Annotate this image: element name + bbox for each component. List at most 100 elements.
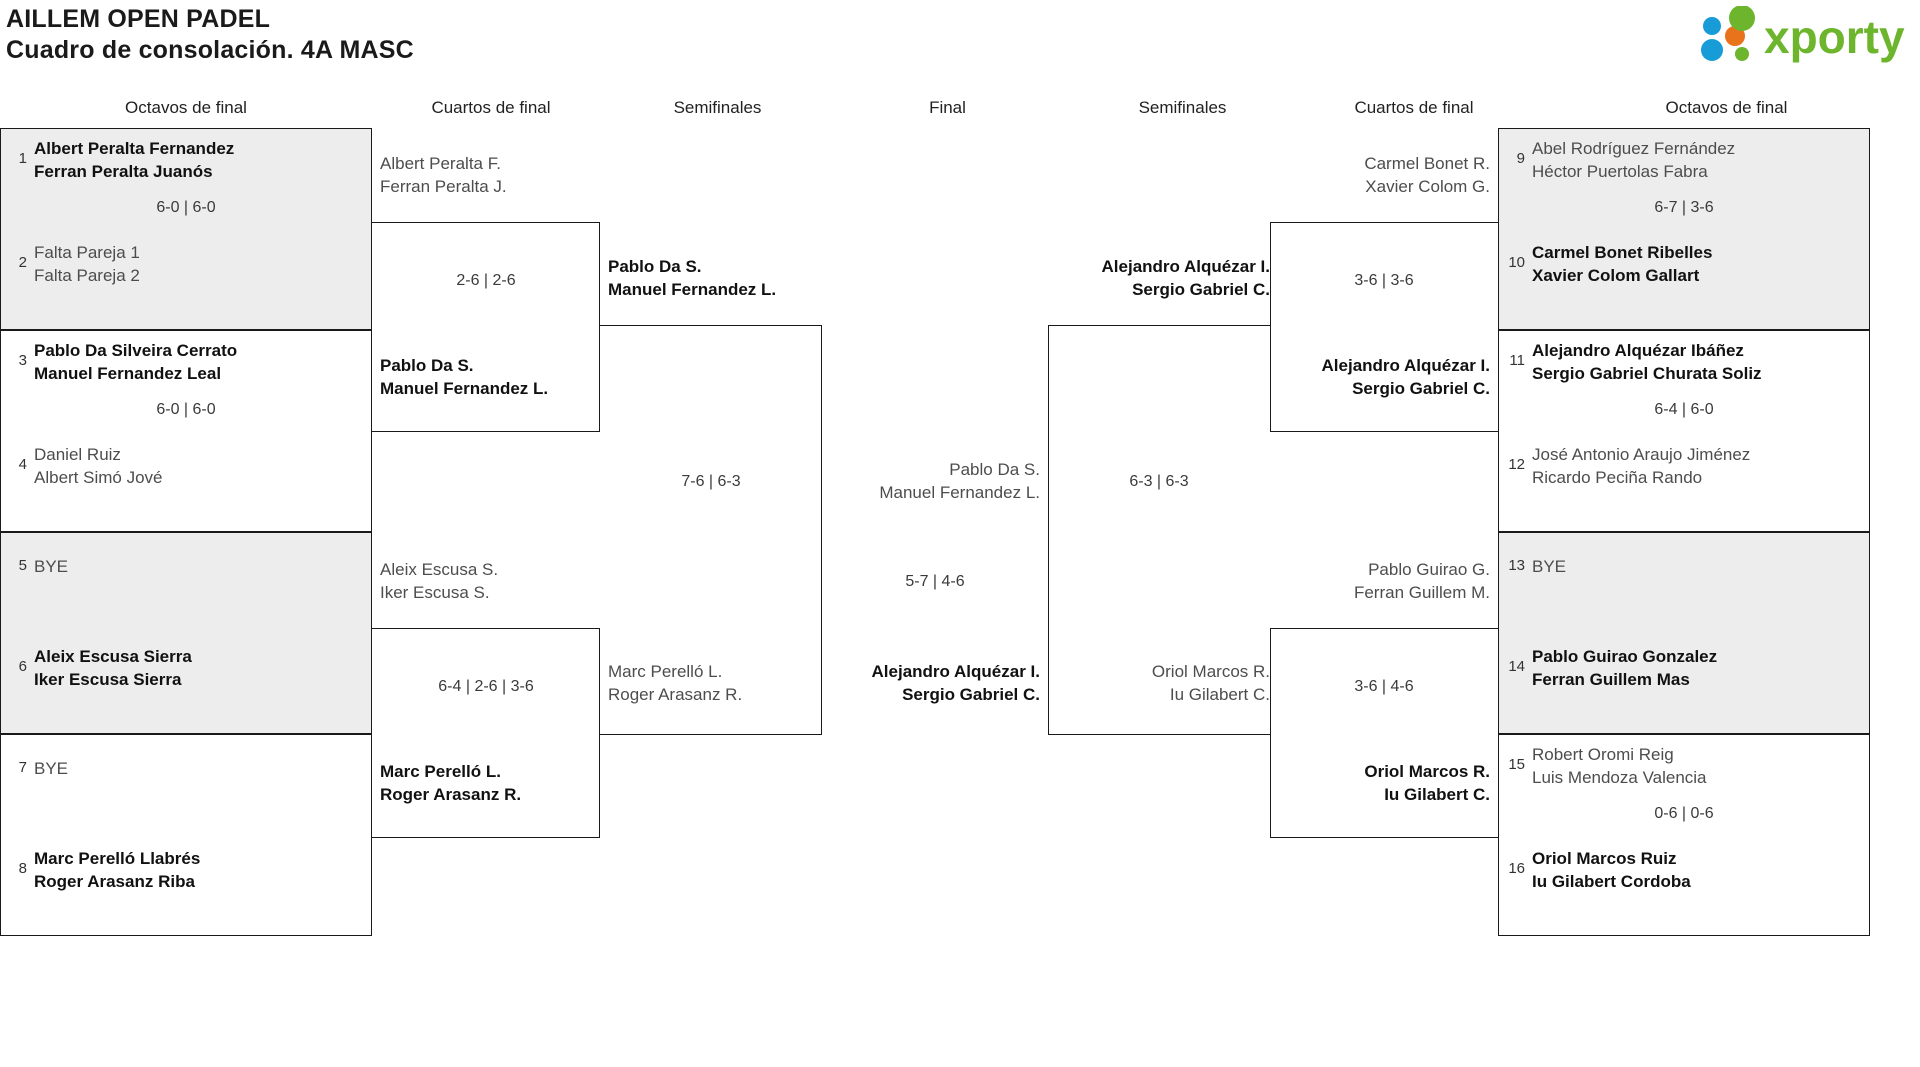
entry-seed-8[interactable]: 8 Marc Perelló Llabrés Roger Arasanz Rib… [1,847,371,893]
right-cuartos-1-top: Carmel Bonet R. Xavier Colom G. [1040,152,1490,198]
match-score: 0-6 | 0-6 [1654,805,1714,822]
player-1: Pablo Da S. [949,460,1040,479]
round-header-left-cuartos: Cuartos de final [431,98,551,117]
seed-number: 4 [18,456,27,473]
match-box-left-4[interactable]: 7 BYE 8 Marc Perelló Llabrés Roger Arasa… [0,734,372,936]
entry-seed-9[interactable]: 9 Abel Rodríguez Fernández Héctor Puerto… [1499,137,1869,183]
seed-number: 3 [18,352,27,369]
player-names: BYE [34,757,68,780]
player-2: Manuel Fernandez L. [380,379,549,398]
player-names: Daniel Ruiz Albert Simó Jové [34,443,163,489]
entry-seed-2[interactable]: 2 Falta Pareja 1 Falta Pareja 2 [1,241,371,287]
entry-seed-11[interactable]: 11 Alejandro Alquézar Ibáñez Sergio Gabr… [1499,339,1869,385]
player-names: Robert Oromi Reig Luis Mendoza Valencia [1532,743,1707,789]
player-names: BYE [34,555,68,578]
entry-seed-4[interactable]: 4 Daniel Ruiz Albert Simó Jové [1,443,371,489]
player-names: Oriol Marcos Ruiz Iu Gilabert Cordoba [1532,847,1691,893]
entry-seed-13[interactable]: 13 BYE [1499,555,1869,578]
player-2: Ferran Peralta J. [380,177,507,196]
player-2: Sergio Gabriel Churata Soliz [1532,364,1762,383]
player-1: José Antonio Araujo Jiménez [1532,445,1751,464]
entry-seed-5[interactable]: 5 BYE [1,555,371,578]
right-semifinal-bottom: Oriol Marcos R. Iu Gilabert C. [1000,660,1270,706]
round-header-right-semis: Semifinales [1138,98,1227,117]
seed-number: 1 [18,150,27,167]
match-box-right-4[interactable]: 15 Robert Oromi Reig Luis Mendoza Valenc… [1498,734,1870,936]
match-box-left-1[interactable]: 1 Albert Peralta Fernandez Ferran Peralt… [0,128,372,330]
match-box-left-2[interactable]: 3 Pablo Da Silveira Cerrato Manuel Ferna… [0,330,372,532]
player-names: Abel Rodríguez Fernández Héctor Puertola… [1532,137,1735,183]
seed-number: 14 [1508,658,1525,675]
seed-number: 13 [1508,557,1525,574]
player-2: Albert Simó Jové [34,468,163,487]
round-header-right-cuartos: Cuartos de final [1354,98,1474,117]
entry-seed-3[interactable]: 3 Pablo Da Silveira Cerrato Manuel Ferna… [1,339,371,385]
seed-number: 6 [18,658,27,675]
match-score: 6-0 | 6-0 [156,401,216,418]
round-header-left-octavos: Octavos de final [125,98,247,117]
seed-number: 12 [1508,456,1525,473]
player-names: Pablo Da Silveira Cerrato Manuel Fernand… [34,339,237,385]
svg-text:xporty: xporty [1764,11,1905,63]
right-cuartos-2-score: 3-6 | 4-6 [1354,678,1414,695]
match-box-right-1[interactable]: 9 Abel Rodríguez Fernández Héctor Puerto… [1498,128,1870,330]
seed-number: 7 [18,759,27,776]
match-score: 6-0 | 6-0 [156,199,216,216]
left-cuartos-connector-1 [372,222,600,432]
round-header-right-octavos: Octavos de final [1665,98,1788,117]
player-2: Roger Arasanz Riba [34,872,195,891]
player-1: Carmel Bonet Ribelles [1532,243,1713,262]
right-cuartos-connector-1 [1270,222,1498,432]
match-box-left-3[interactable]: 5 BYE 6 Aleix Escusa Sierra Iker Escusa … [0,532,372,734]
player-1: Alejandro Alquézar I. [871,662,1040,681]
player-1: Aleix Escusa S. [380,560,499,579]
match-box-right-3[interactable]: 13 BYE 14 Pablo Guirao Gonzalez Ferran G… [1498,532,1870,734]
right-semifinal-score: 6-3 | 6-3 [1129,473,1189,490]
seed-number: 15 [1508,756,1525,773]
player-2: Iker Escusa S. [380,583,490,602]
round-header-left-semis: Semifinales [673,98,762,117]
right-semifinal-top: Alejandro Alquézar I. Sergio Gabriel C. [1000,255,1270,301]
match-box-right-2[interactable]: 11 Alejandro Alquézar Ibáñez Sergio Gabr… [1498,330,1870,532]
entry-seed-14[interactable]: 14 Pablo Guirao Gonzalez Ferran Guillem … [1499,645,1869,691]
right-cuartos-1-bottom: Alejandro Alquézar I. Sergio Gabriel C. [1040,354,1490,400]
seed-number: 2 [18,254,27,271]
player-1: Pablo Da S. [380,356,474,375]
entry-seed-12[interactable]: 12 José Antonio Araujo Jiménez Ricardo P… [1499,443,1869,489]
seed-number: 11 [1509,352,1525,369]
player-2: Iu Gilabert Cordoba [1532,872,1691,891]
player-1: Pablo Guirao G. [1368,560,1490,579]
player-2: Sergio Gabriel C. [1132,280,1270,299]
final-score: 5-7 | 4-6 [905,573,965,590]
left-semifinal-score: 7-6 | 6-3 [681,473,741,490]
player-names: Pablo Guirao Gonzalez Ferran Guillem Mas [1532,645,1717,691]
right-cuartos-1-score: 3-6 | 3-6 [1354,272,1414,289]
left-cuartos-2-top: Aleix Escusa S. Iker Escusa S. [380,558,498,604]
player-1: Aleix Escusa Sierra [34,647,192,666]
entry-seed-1[interactable]: 1 Albert Peralta Fernandez Ferran Peralt… [1,137,371,183]
left-semifinal-top: Pablo Da S. Manuel Fernandez L. [608,255,776,301]
player-1: Oriol Marcos Ruiz [1532,849,1677,868]
entry-seed-10[interactable]: 10 Carmel Bonet Ribelles Xavier Colom Ga… [1499,241,1869,287]
player-1: Alejandro Alquézar I. [1101,257,1270,276]
entry-seed-16[interactable]: 16 Oriol Marcos Ruiz Iu Gilabert Cordoba [1499,847,1869,893]
player-1: Alejandro Alquézar I. [1321,356,1490,375]
player-2: Manuel Fernandez L. [608,280,777,299]
right-semifinal-connector [1048,325,1270,735]
left-semifinal-bottom: Marc Perelló L. Roger Arasanz R. [608,660,742,706]
entry-seed-7[interactable]: 7 BYE [1,757,371,780]
entry-seed-6[interactable]: 6 Aleix Escusa Sierra Iker Escusa Sierra [1,645,371,691]
entry-seed-15[interactable]: 15 Robert Oromi Reig Luis Mendoza Valenc… [1499,743,1869,789]
player-2: Ferran Peralta Juanós [34,162,213,181]
player-2: Iker Escusa Sierra [34,670,182,689]
player-1: Albert Peralta F. [380,154,501,173]
player-2: Ferran Guillem M. [1353,583,1490,602]
seed-number: 8 [18,860,27,877]
player-2: Luis Mendoza Valencia [1532,768,1707,787]
left-cuartos-connector-2 [372,628,600,838]
bye-label: BYE [1532,557,1567,576]
right-cuartos-2-bottom: Oriol Marcos R. Iu Gilabert C. [1040,760,1490,806]
player-1: Marc Perelló L. [608,662,723,681]
final-top: Pablo Da S. Manuel Fernandez L. [720,458,1040,504]
page-title: AILLEM OPEN PADEL Cuadro de consolación.… [6,4,414,66]
